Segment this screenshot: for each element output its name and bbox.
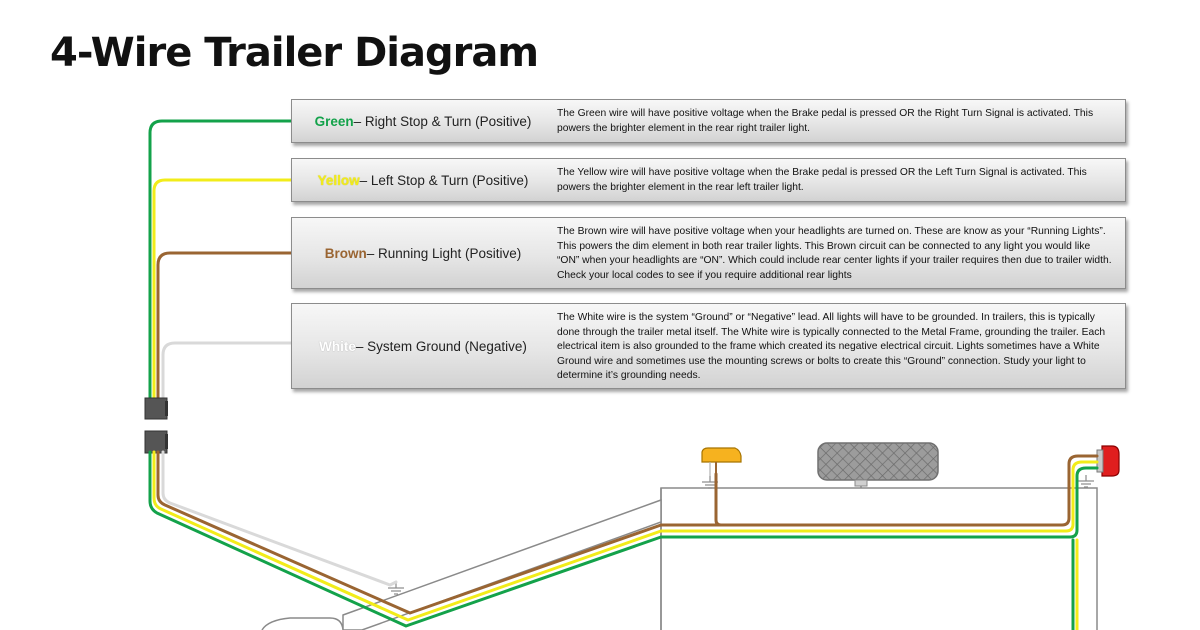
wire-legend-white: White – System Ground (Negative) The Whi… (291, 303, 1126, 389)
brown-wire (714, 472, 723, 527)
wire-description: The Brown wire will have positive voltag… (557, 226, 1112, 281)
page-title: 4-Wire Trailer Diagram (50, 30, 539, 76)
wire-harness (148, 450, 1099, 630)
amber-marker-light-icon (701, 447, 742, 476)
wire-leads (148, 119, 310, 402)
wire-function: – Left Stop & Turn (Positive) (359, 172, 529, 188)
wire-legend-brown: Brown – Running Light (Positive) The Bro… (291, 217, 1126, 289)
white-wire (161, 450, 398, 587)
red-tail-light-icon (1096, 445, 1120, 477)
wire-legend-green: Green – Right Stop & Turn (Positive) The… (291, 99, 1126, 143)
yellow-wire (152, 178, 306, 402)
wire-label: White – System Ground (Negative) (292, 304, 554, 388)
license-plate-icon (817, 442, 939, 488)
wire-description: The White wire is the system “Ground” or… (557, 312, 1106, 382)
wire-color-name: Brown (324, 245, 367, 261)
trailer-tongue (261, 498, 662, 630)
wire-function: – System Ground (Negative) (355, 338, 527, 354)
connector-plug-icon (144, 430, 168, 454)
wire-label: Yellow – Left Stop & Turn (Positive) (292, 159, 554, 201)
wire-function: – Running Light (Positive) (366, 245, 522, 261)
wire-label: Green – Right Stop & Turn (Positive) (292, 100, 554, 142)
wire-description: The Green wire will have positive voltag… (557, 108, 1094, 134)
wire-color-name: Green (314, 113, 354, 129)
green-wire (148, 119, 306, 402)
wire-legend-yellow: Yellow – Left Stop & Turn (Positive) The… (291, 158, 1126, 202)
white-wire (161, 341, 310, 402)
wire-description: The Yellow wire will have positive volta… (557, 167, 1087, 193)
wire-label: Brown – Running Light (Positive) (292, 218, 554, 288)
wire-color-name: White (319, 338, 356, 354)
ground-symbol-icon (1078, 475, 1094, 488)
green-wire (148, 450, 1099, 628)
brown-wire (156, 450, 1099, 615)
connector-plug-icon (144, 397, 168, 420)
brown-wire (156, 251, 306, 402)
yellow-wire (152, 450, 1099, 622)
wire-color-name: Yellow (317, 172, 360, 188)
trailer-body (660, 487, 1098, 630)
wire-function: – Right Stop & Turn (Positive) (353, 113, 532, 129)
